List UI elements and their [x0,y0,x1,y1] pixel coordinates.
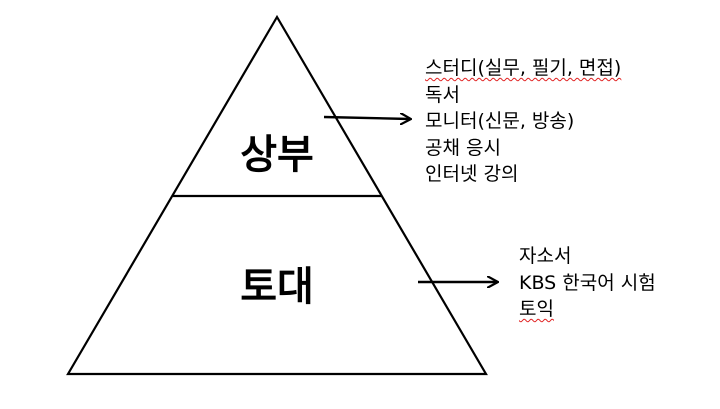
upper-arrow [323,117,410,119]
list-item: 자소서 [519,245,572,267]
top-tier-label: 상부 [240,132,314,178]
list-item: 인터넷 강의 [425,163,519,185]
list-item: 모니터(신문, 방송) [425,110,575,132]
list-item: 공채 응시 [425,136,501,159]
upper-activity-list: 스터디(실무, 필기, 면접) 독서 모니터(신문, 방송) 공채 응시 인터넷… [425,55,621,188]
list-item: 독서 [425,83,460,106]
bottom-tier-label: 토대 [240,264,314,310]
lower-activity-list: 자소서 KBS 한국어 시험 토익 [519,243,656,323]
list-item: 스터디(실무, 필기, 면접) [425,57,622,79]
list-item: KBS 한국어 시험 [519,271,656,294]
list-item: 토익 [519,298,554,320]
